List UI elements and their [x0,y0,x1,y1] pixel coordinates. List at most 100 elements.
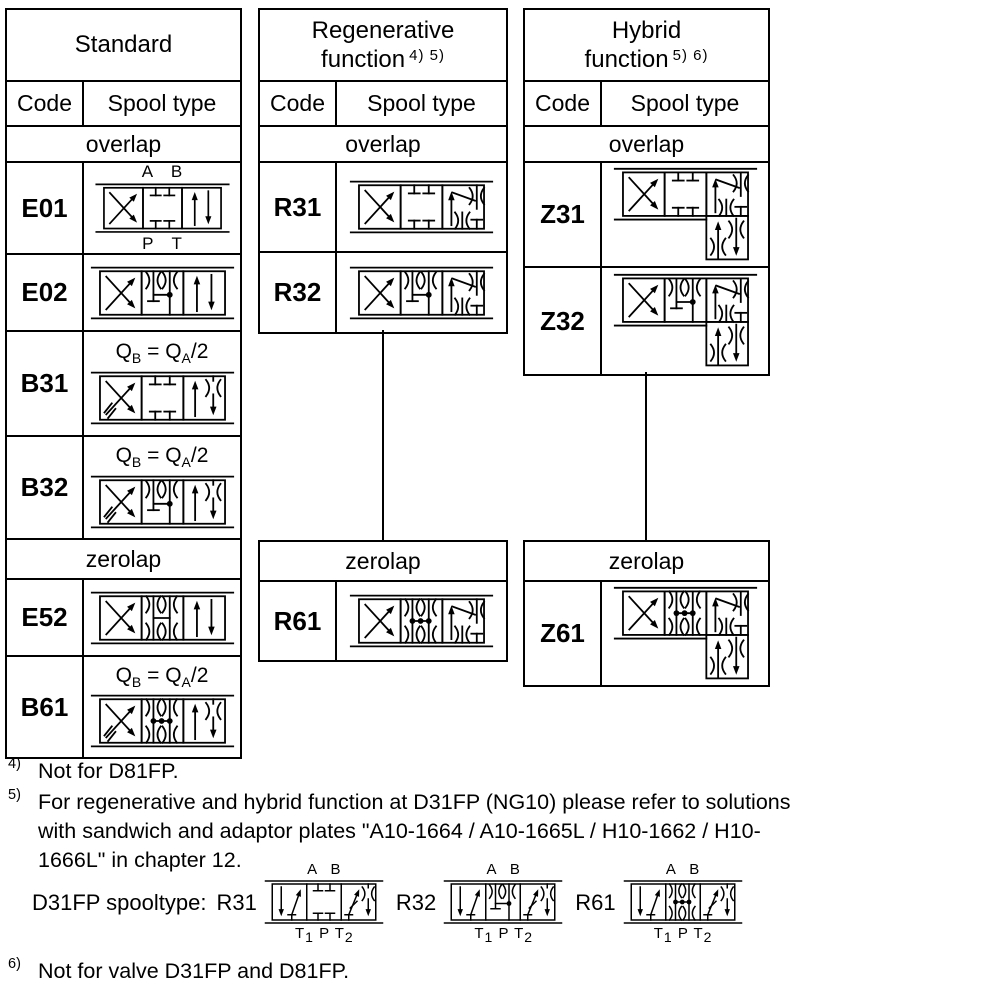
valve-symbol-D31FP_R32 [443,880,563,924]
row-Z31: Z31 [525,163,768,268]
valve-symbol-R61 [349,594,494,648]
spool-type-column-header: Spool type [630,90,740,116]
spool-type-column-header: Spool type [367,90,476,116]
code-cell: E01 [7,163,84,253]
code-column-header: Code [525,82,602,125]
d31fp-label: D31FP spooltype: [32,890,207,916]
footnote-6: 6) Not for valve D31FP and D81FP. [8,956,350,983]
symbol-cell [602,268,768,374]
valve-symbol-B61 [90,694,234,748]
code-cell: B31 [7,332,84,435]
d31fp-item-code: R32 [395,890,437,916]
valve-symbol-B31 [90,371,234,424]
code-cell: Z32 [525,268,602,374]
valve-symbol-B32 [90,475,234,528]
code-cell: R32 [260,253,337,332]
section-zerolap: zerolap [7,540,240,580]
table-hybrid-columns: Code Spool type [525,82,768,127]
port-labels-top: A B [665,861,705,878]
code-cell: Z61 [525,582,602,685]
valve-symbol-E52 [90,591,234,644]
symbol-cell [337,582,506,660]
code-column-header: Code [7,82,84,125]
code-cell: E52 [7,580,84,655]
port-labels-bottom: P T [142,234,189,254]
d31fp-item-R32: R32 A B T1 P T2 [396,862,563,944]
footnote-marker: 6) [8,956,21,972]
port-labels-top: A B [307,861,346,878]
symbol-cell [84,580,240,655]
d31fp-spooltype-line: D31FP spooltype: R31 A B T1 P T2 R32 A B T1 P… [32,862,755,944]
valve-symbol-Z61 [613,586,757,679]
code-cell: R31 [260,163,337,251]
footnote-ref: 4) 5) [409,47,445,64]
code-cell: B32 [7,437,84,538]
row-Z32: Z32 [525,268,768,374]
valve-symbol-R31 [349,180,494,234]
code-column-header: Code [260,82,337,125]
section-zerolap: zerolap [260,542,506,582]
d31fp-item-code: R31 [216,890,257,916]
flow-note: QB = QA/2 [115,663,209,691]
section-overlap: overlap [260,127,506,163]
row-R31: R31 [260,163,506,253]
d31fp-item-R31: R31 A B T1 P T2 [216,861,384,945]
section-overlap: overlap [7,127,240,163]
footnote-ref: 5) 6) [672,47,709,64]
code-cell: E02 [7,255,84,330]
row-Z61: Z61 [525,582,768,685]
port-labels-bottom: T1 P T2 [653,924,713,945]
table-regenerative-columns: Code Spool type [260,82,506,127]
code-cell: R61 [260,582,337,660]
valve-symbol-E01 [94,183,230,233]
symbol-cell [602,582,768,685]
symbol-cell [602,163,768,266]
spool-type-column-header: Spool type [107,90,217,116]
d31fp-item-R61: R61 A B T1 P T2 [575,862,742,944]
valve-symbol-R32 [349,266,494,319]
flow-note: QB = QA/2 [115,340,209,367]
row-B32: B32 QB = QA/2 [7,437,240,540]
footnote-4: 4) Not for D81FP. [8,756,179,783]
port-labels-bottom: T1 P T2 [294,924,354,945]
section-overlap: overlap [525,127,768,163]
table-standard-columns: Code Spool type [7,82,240,127]
row-R32: R32 [260,253,506,332]
footnote-5: 5) For regenerative and hybrid function … [8,787,791,873]
symbol-cell [337,163,506,251]
row-E52: E52 [7,580,240,657]
connector-regenerative [382,330,384,540]
row-B61: B61 QB = QA/2 [7,657,240,757]
valve-symbol-Z32 [613,273,757,367]
connector-hybrid [645,372,647,540]
valve-symbol-E02 [90,266,234,319]
footnote-marker: 5) [8,787,21,803]
row-B31: B31 QB = QA/2 [7,332,240,437]
symbol-cell [337,253,506,332]
symbol-cell: QB = QA/2 [84,437,240,538]
flow-note: QB = QA/2 [115,444,209,471]
code-cell: B61 [7,657,84,757]
row-E02: E02 [7,255,240,332]
symbol-cell: QB = QA/2 [84,332,240,435]
row-R61: R61 [260,582,506,660]
valve-symbol-D31FP_R31 [264,880,384,924]
port-labels-top: A B [486,861,525,878]
section-zerolap: zerolap [525,542,768,582]
port-labels-bottom: T1 P T2 [474,924,534,945]
code-cell: Z31 [525,163,602,266]
valve-symbol-D31FP_R61 [623,880,742,924]
symbol-cell: QB = QA/2 [84,657,240,757]
valve-symbol-Z31 [613,167,757,260]
d31fp-item-code: R61 [575,890,616,916]
